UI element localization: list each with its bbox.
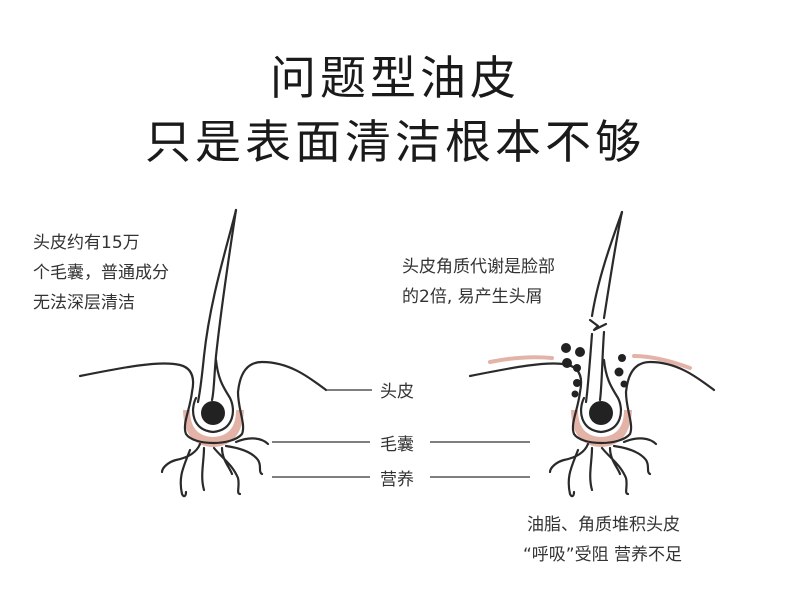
debris-dot xyxy=(573,379,581,387)
right-caption: 头皮角质代谢是脸部 的2倍, 易产生头屑 xyxy=(402,252,555,312)
hair-shaft-left xyxy=(210,208,238,402)
bulb-outline-right xyxy=(580,358,622,434)
bulb-outline-left xyxy=(192,358,234,434)
label-follicle: 毛囊 xyxy=(380,435,414,455)
label-scalp: 头皮 xyxy=(380,382,414,402)
dermal-papilla-right xyxy=(589,401,613,425)
hair-shaft-right-lower xyxy=(598,330,606,402)
healthy-follicle xyxy=(78,208,328,498)
bottom-caption-line: 油脂、角质堆积头皮 xyxy=(527,515,680,535)
dermal-papilla-left xyxy=(201,401,225,425)
hair-shaft-left-inner xyxy=(196,208,238,404)
hair-shaft-right-upper xyxy=(602,210,624,320)
problem-follicle xyxy=(468,210,716,498)
scalp-surface-left-right xyxy=(236,360,328,394)
oil-film-right xyxy=(632,354,692,370)
debris-dot xyxy=(618,354,626,362)
scalp-surface-left xyxy=(78,362,195,394)
bottom-caption-line: “呼吸”受阻 营养不足 xyxy=(523,545,683,565)
leader-lines xyxy=(272,389,530,478)
right-caption-line: 头皮角质代谢是脸部 xyxy=(402,257,555,277)
debris-dot xyxy=(620,380,628,388)
follicle-sheath-right xyxy=(571,390,633,444)
left-caption-line: 头皮约有15万 xyxy=(33,233,140,253)
title-line-1: 问题型油皮 xyxy=(270,51,520,105)
debris-dot xyxy=(561,343,571,353)
scalp-surface-right-a xyxy=(468,362,583,394)
debris-dot xyxy=(614,367,624,377)
title-line-2: 只是表面清洁根本不够 xyxy=(145,115,645,169)
label-nutrition: 营养 xyxy=(380,470,414,490)
debris-dot xyxy=(575,347,585,357)
left-caption-line: 个毛囊，普通成分 xyxy=(33,263,169,283)
follicle-tissue-left xyxy=(183,410,244,447)
debris-dot xyxy=(573,364,581,372)
hair-shaft-right-upper-inner xyxy=(590,210,624,318)
oil-film-left xyxy=(488,355,554,364)
bottom-caption: 油脂、角质堆积头皮 “呼吸”受阻 营养不足 xyxy=(523,510,682,570)
debris-dot xyxy=(562,358,572,368)
scalp-surface-right-b xyxy=(624,360,716,394)
hair-break xyxy=(588,318,608,332)
debris-dots xyxy=(561,343,628,398)
left-caption: 头皮约有15万 个毛囊，普通成分 无法深层清洁 xyxy=(33,228,169,318)
follicle-sheath-left xyxy=(183,390,245,444)
right-caption-line: 的2倍, 易产生头屑 xyxy=(402,287,543,307)
hair-shaft-right-lower-inner xyxy=(584,332,594,404)
follicle-tissue-right xyxy=(571,410,632,447)
roots-left xyxy=(160,437,270,498)
debris-dot xyxy=(571,390,579,398)
roots-right xyxy=(548,437,658,498)
left-caption-line: 无法深层清洁 xyxy=(33,293,135,313)
